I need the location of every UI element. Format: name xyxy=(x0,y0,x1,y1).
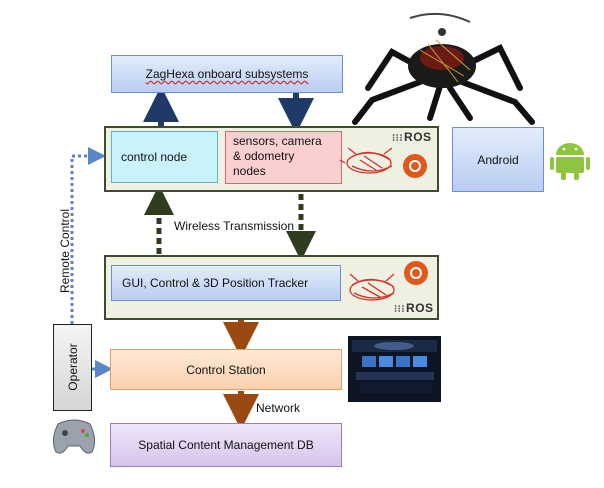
sensors-node-box: sensors, camera & odometry nodes xyxy=(225,131,342,184)
subsystems-box: ZagHexa onboard subsystems xyxy=(111,55,343,93)
control-station-label: Control Station xyxy=(186,362,266,377)
onboard-ros-label: ⁝⁝⁝ROS xyxy=(392,130,432,144)
network-label: Network xyxy=(256,401,301,415)
db-label: Spatial Content Management DB xyxy=(138,438,314,452)
android-box: Android xyxy=(452,127,544,192)
remote-control-path xyxy=(70,147,106,324)
android-label: Android xyxy=(477,152,519,167)
tracker-ros-label: ⁝⁝⁝ROS xyxy=(394,301,434,315)
tracker-box: GUI, Control & 3D Position Tracker xyxy=(111,265,341,301)
sensors-node-label: sensors, camera & odometry nodes xyxy=(233,134,322,178)
db-box: Spatial Content Management DB xyxy=(110,423,342,467)
ubuntu-logo-icon xyxy=(403,154,427,178)
wireless-label: Wireless Transmission xyxy=(174,219,295,233)
control-station-box: Control Station xyxy=(110,349,342,390)
subsystems-label: ZagHexa onboard subsystems xyxy=(145,67,309,81)
control-node-label: control node xyxy=(121,150,188,164)
tracker-label: GUI, Control & 3D Position Tracker xyxy=(122,276,309,290)
ubuntu-logo-icon-tracker xyxy=(404,261,428,285)
operator-box xyxy=(53,324,92,411)
control-node-box: control node xyxy=(111,131,218,183)
